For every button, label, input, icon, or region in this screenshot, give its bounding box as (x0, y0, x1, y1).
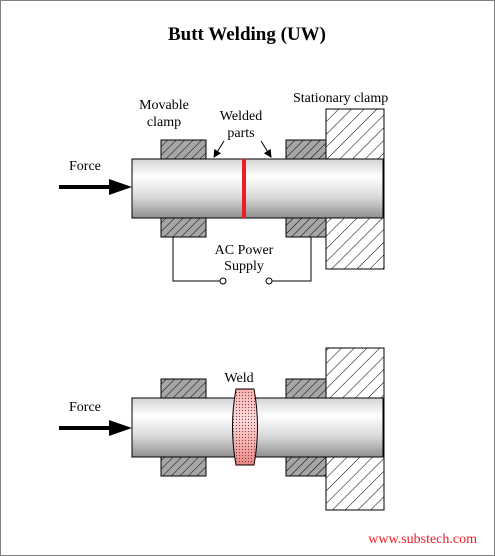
welded-parts-pointer-left (213, 140, 225, 158)
source-url: www.substech.com (368, 532, 477, 547)
welded-parts-pointer-right (260, 140, 272, 158)
force-label-bottom: Force (69, 400, 101, 415)
welded-parts-label-line2: parts (227, 126, 254, 141)
terminal-left (219, 277, 227, 285)
movable-clamp-bottom-upper (160, 378, 207, 399)
stationary-clamp-top-upper (285, 139, 327, 160)
ac-power-label-line1: AC Power (215, 243, 274, 258)
force-label-top: Force (69, 159, 101, 174)
force-arrow-top (59, 179, 132, 195)
movable-clamp-top-lower (160, 217, 207, 238)
movable-clamp-label-line1: Movable (139, 98, 189, 113)
movable-clamp-top-upper (160, 139, 207, 160)
movable-clamp-label-line2: clamp (147, 115, 181, 130)
force-arrow-bottom (59, 420, 132, 436)
workpiece-rod-top (131, 158, 384, 219)
ac-power-label-line2: Supply (224, 259, 264, 274)
terminal-right (265, 277, 273, 285)
stationary-clamp-label: Stationary clamp (293, 91, 388, 106)
stationary-clamp-top-lower (285, 217, 327, 238)
top-assembly: Force Movable clamp Welded parts Station… (59, 91, 388, 285)
stationary-clamp-bottom-lower (285, 456, 327, 477)
movable-clamp-bottom-lower (160, 456, 207, 477)
ac-power-circuit (172, 237, 312, 285)
weld-label: Weld (224, 371, 253, 386)
bottom-assembly: Force Weld (59, 347, 385, 511)
stationary-clamp-bottom-upper (285, 378, 327, 399)
diagram-title: Butt Welding (UW) (168, 24, 326, 45)
weld-bead (232, 388, 258, 466)
welded-parts-label-line1: Welded (220, 109, 262, 124)
